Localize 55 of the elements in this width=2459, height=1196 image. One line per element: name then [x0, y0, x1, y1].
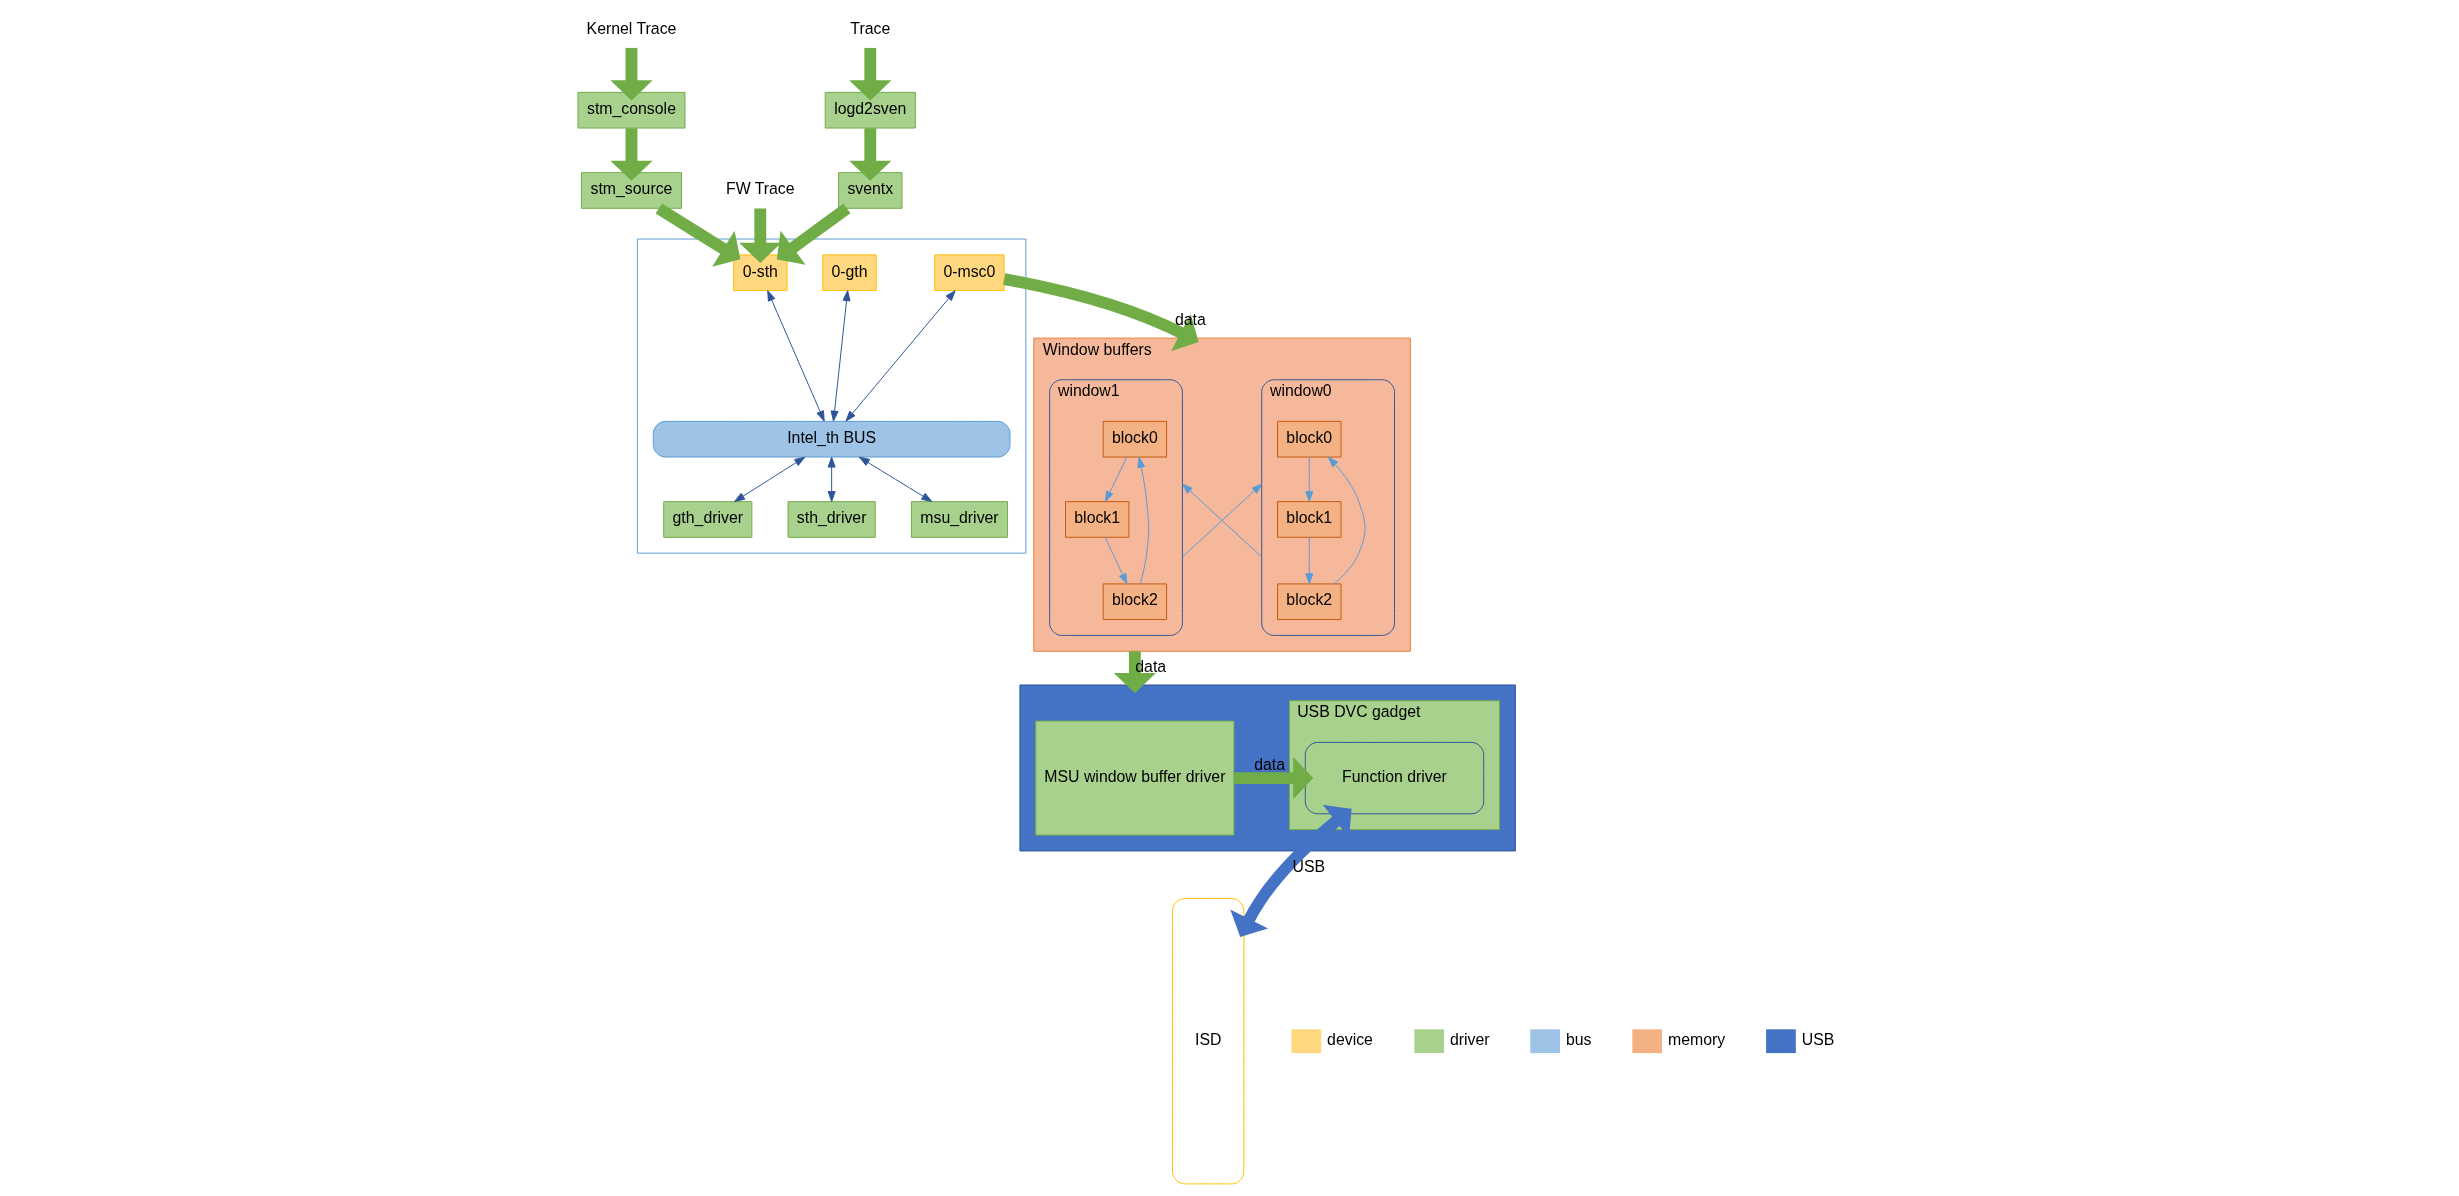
arrow: [766, 290, 825, 422]
arrow: [738, 208, 781, 263]
node-box: Intel_th BUS: [652, 420, 1010, 458]
legend-label: driver: [1449, 1030, 1490, 1048]
arrow: [609, 128, 653, 181]
arrow: [830, 290, 850, 422]
node-text: FW Trace: [725, 180, 795, 198]
legend-label: bus: [1565, 1030, 1591, 1048]
arrow: [827, 456, 836, 502]
node-box: 0-msc0: [933, 254, 1005, 292]
arrow: [1327, 456, 1366, 585]
arrow: [655, 203, 740, 267]
legend-label: device: [1326, 1030, 1373, 1048]
arrow: [845, 290, 956, 422]
node-box: gth_driver: [662, 501, 752, 538]
node-text: Trace: [849, 19, 890, 37]
legend-label: memory: [1667, 1030, 1725, 1048]
legend-label: USB: [1801, 1030, 1834, 1048]
arrow: [858, 456, 932, 502]
node-box: 0-sth: [732, 254, 788, 292]
arrow: [733, 456, 805, 502]
arrow: [1229, 804, 1352, 937]
arrow: [1104, 537, 1127, 585]
node-box: MSU window buffer driver: [1034, 720, 1234, 836]
arrow: [848, 128, 891, 181]
node-box: ISD: [1171, 898, 1244, 1185]
arrow: [1304, 456, 1313, 502]
arrow: [609, 47, 653, 101]
cluster: [1018, 684, 1516, 852]
cluster: [636, 238, 1026, 554]
edge-label: USB: [1291, 857, 1325, 875]
arrow: [1136, 456, 1149, 585]
arrow: [848, 47, 891, 101]
node-box: block2: [1276, 583, 1341, 621]
arrow: [1002, 273, 1199, 352]
edge-label: data: [1253, 755, 1285, 773]
arrow: [1233, 757, 1313, 800]
node-box: block1: [1064, 501, 1129, 538]
node-box: msu_driver: [910, 501, 1008, 538]
node-box: stm_console: [576, 91, 685, 129]
node-box: Function driver: [1304, 741, 1484, 815]
arrow: [1104, 456, 1127, 502]
node-box: stm_source: [580, 172, 682, 209]
arrow: [1304, 537, 1313, 585]
arrow: [1181, 483, 1262, 558]
node-box: sventx: [837, 172, 902, 209]
node-box: sth_driver: [787, 501, 876, 538]
node-box: block0: [1276, 420, 1341, 458]
node-box: block1: [1276, 501, 1341, 538]
node-text: Kernel Trace: [586, 19, 676, 37]
node-box: 0-gth: [821, 254, 877, 292]
node-box: block2: [1102, 583, 1167, 621]
node-box: logd2sven: [824, 91, 916, 129]
node-box: block0: [1102, 420, 1167, 458]
arrow: [776, 203, 850, 265]
